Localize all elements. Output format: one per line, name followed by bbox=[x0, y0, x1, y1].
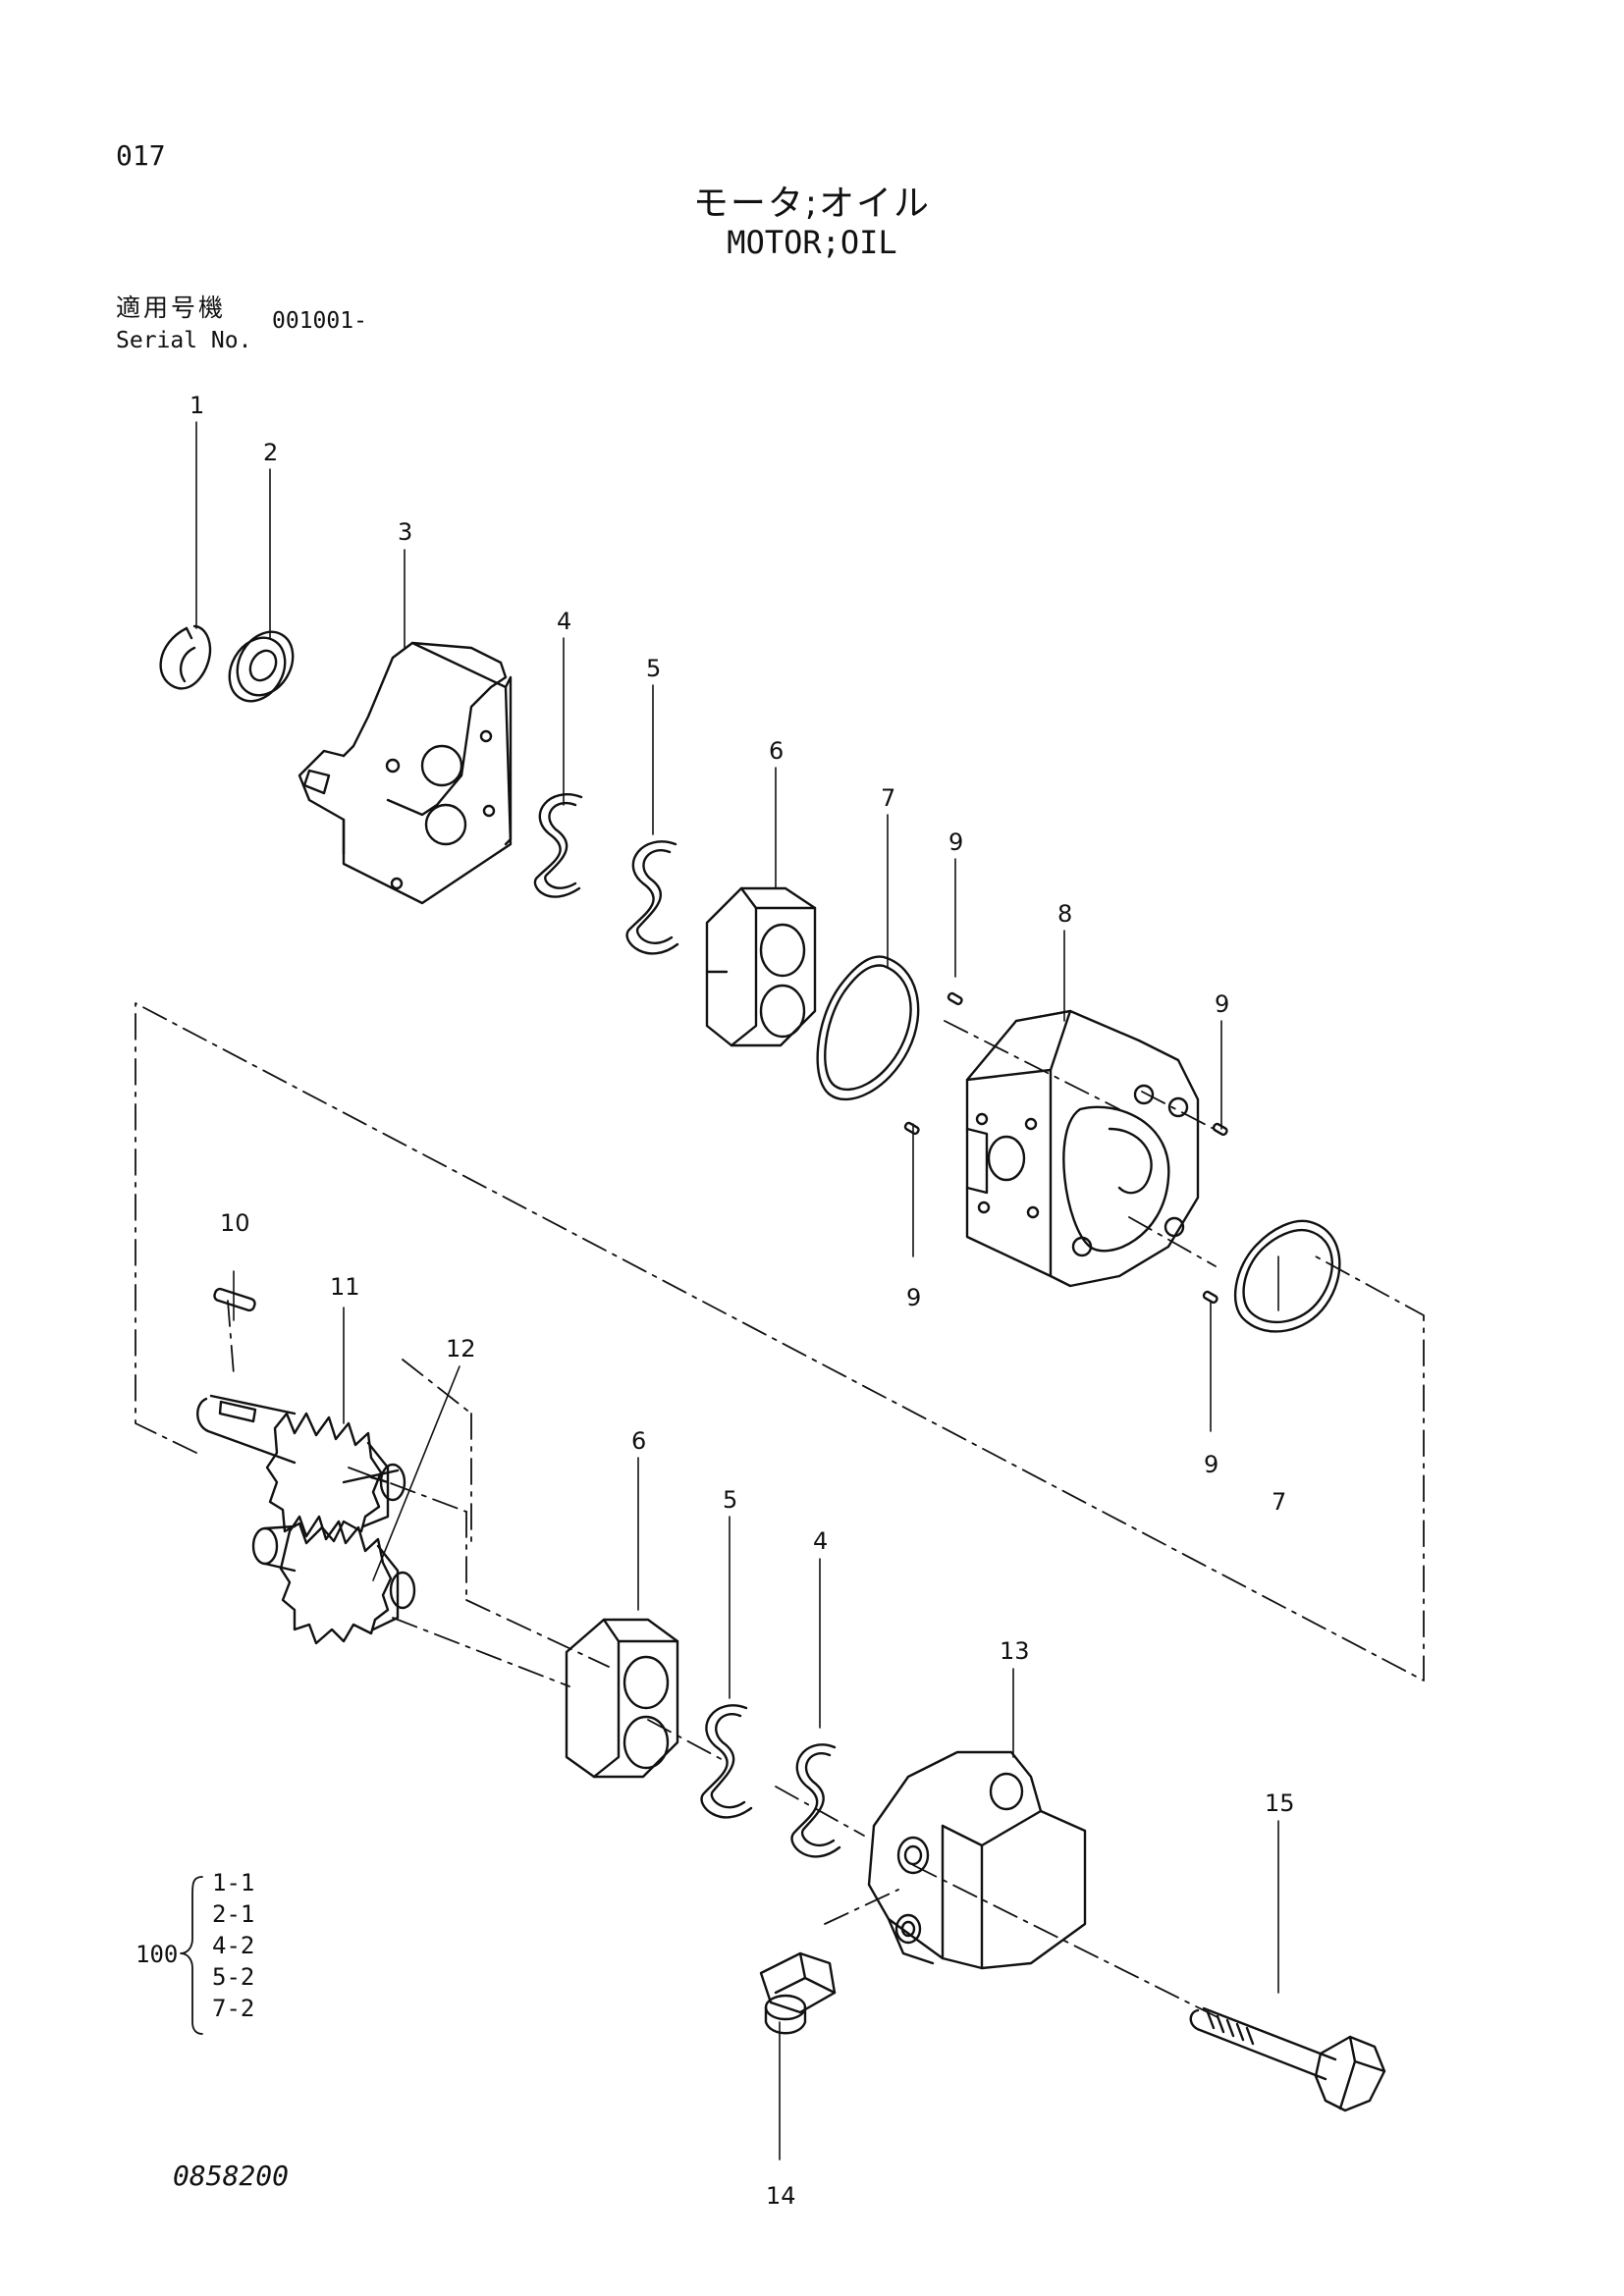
leader-lines bbox=[195, 421, 1279, 2161]
callout-10: 10 bbox=[220, 1209, 250, 1237]
part-8-motor-body bbox=[965, 1009, 1200, 1288]
part-9-pins bbox=[903, 991, 1228, 1305]
part-4-wire-seal-upper bbox=[533, 793, 583, 898]
kit-item: 1-1 bbox=[212, 1869, 255, 1896]
callout-9-lower-right: 9 bbox=[1204, 1451, 1218, 1478]
part-13-rear-cover bbox=[867, 1750, 1087, 1970]
callout-14: 14 bbox=[766, 2182, 796, 2210]
document-code: 0858200 bbox=[173, 2160, 290, 2192]
callout-numbers: 1 2 3 4 5 6 7 9 8 9 9 9 7 10 11 12 6 5 4… bbox=[189, 392, 1295, 2210]
kit-item: 7-2 bbox=[212, 1995, 255, 2022]
callout-9-upper-left: 9 bbox=[948, 828, 963, 856]
callout-6-lower: 6 bbox=[631, 1427, 646, 1455]
assembly-frame-line bbox=[135, 1002, 1425, 2018]
part-11-drive-gear-shaft bbox=[196, 1394, 406, 1545]
part-4-wire-seal-lower bbox=[790, 1743, 841, 1858]
callout-5-upper: 5 bbox=[646, 655, 661, 682]
kit-item: 4-2 bbox=[212, 1932, 255, 1959]
part-12-driven-gear-shaft bbox=[251, 1515, 416, 1645]
callout-15: 15 bbox=[1265, 1789, 1295, 1817]
callout-9-lower-left: 9 bbox=[906, 1284, 921, 1311]
serial-label-english: Serial No. bbox=[116, 328, 252, 353]
callout-1: 1 bbox=[189, 392, 204, 419]
part-5-wire-seal-upper bbox=[625, 840, 679, 955]
callout-8: 8 bbox=[1057, 900, 1072, 928]
part-3-front-cover bbox=[298, 641, 513, 905]
callout-11: 11 bbox=[330, 1273, 360, 1301]
callout-5-lower: 5 bbox=[723, 1486, 737, 1514]
part-5-wire-seal-lower bbox=[700, 1704, 753, 1819]
callout-4-lower: 4 bbox=[813, 1527, 828, 1555]
part-7-o-ring-upper bbox=[816, 955, 920, 1101]
part-6-bushing-lower bbox=[565, 1618, 679, 1779]
kit-item: 5-2 bbox=[212, 1963, 255, 1991]
part-2-oil-seal bbox=[228, 630, 295, 703]
callout-9-upper-right: 9 bbox=[1215, 990, 1229, 1018]
page-number: 017 bbox=[116, 139, 166, 172]
part-10-key bbox=[213, 1287, 256, 1312]
part-14-plug bbox=[759, 1951, 837, 2035]
serial-label-japanese: 適用号機 bbox=[116, 294, 227, 322]
title-english: MOTOR;OIL bbox=[727, 224, 897, 261]
kit-bracket bbox=[180, 1876, 203, 2035]
serial-number-value: 001001- bbox=[272, 308, 367, 334]
callout-4-upper: 4 bbox=[557, 608, 571, 635]
callout-7-upper: 7 bbox=[881, 784, 895, 812]
callout-13: 13 bbox=[1000, 1637, 1030, 1665]
part-7-o-ring-lower bbox=[1233, 1219, 1341, 1333]
callout-12: 12 bbox=[446, 1335, 476, 1362]
callout-3: 3 bbox=[398, 518, 412, 546]
part-1-snap-ring bbox=[159, 624, 212, 690]
kit-number: 100 bbox=[135, 1941, 179, 1968]
callout-6-upper: 6 bbox=[769, 737, 784, 765]
part-6-bushing-upper bbox=[705, 886, 817, 1047]
part-15-bolt bbox=[1189, 2006, 1386, 2112]
kit-item: 2-1 bbox=[212, 1900, 255, 1928]
callout-2: 2 bbox=[263, 439, 278, 466]
title-japanese: モータ;オイル bbox=[692, 184, 932, 224]
callout-7-lower: 7 bbox=[1272, 1488, 1286, 1516]
